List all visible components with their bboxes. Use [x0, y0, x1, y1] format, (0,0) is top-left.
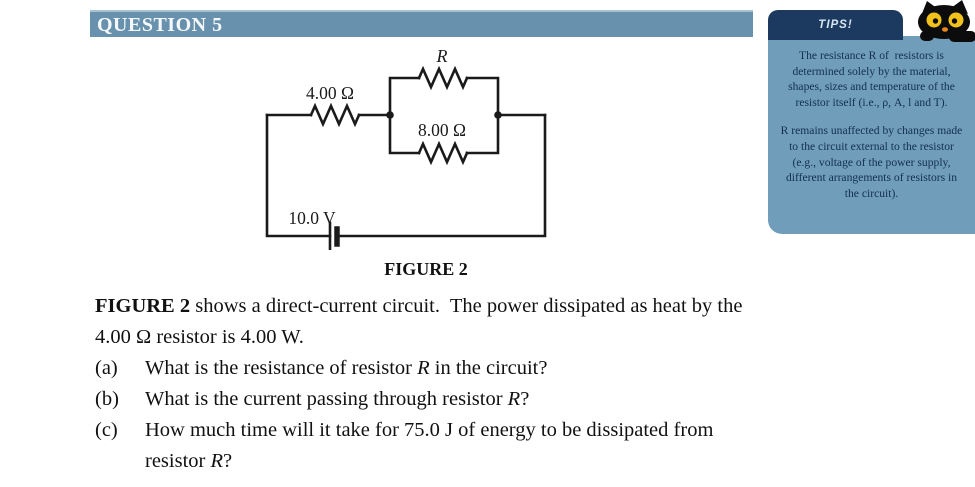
question-intro: FIGURE 2 shows a direct-current circuit.…	[95, 291, 757, 353]
label-resistor-8ohm: 8.00 Ω	[418, 120, 466, 140]
tips-line: R remains unaffected by changes made	[780, 124, 963, 138]
tips-line: (e.g., voltage of the power supply,	[792, 155, 951, 169]
item-text-pre: What is the current passing through resi…	[145, 388, 508, 410]
resistor-R	[417, 65, 469, 91]
item-text-pre: What is the resistance of resistor	[145, 357, 418, 379]
item-text-var: R	[417, 357, 430, 379]
question-text-block: FIGURE 2 shows a direct-current circuit.…	[95, 291, 757, 477]
tips-line: different arrangements of resistors in	[785, 171, 958, 185]
item-text: What is the current passing through resi…	[145, 384, 757, 415]
item-label: (c)	[95, 419, 118, 441]
item-text-post: ?	[223, 450, 233, 472]
cat-pupil-right	[951, 18, 958, 24]
tips-line: the circuit).	[844, 186, 899, 200]
cat-paw-right	[949, 31, 975, 42]
figure-ref-bold: FIGURE 2	[95, 295, 191, 317]
item-text-var: R	[210, 450, 224, 472]
question-item-a: (a) What is the resistance of resistor R…	[95, 353, 757, 384]
question-title: QUESTION 5	[97, 13, 223, 36]
tips-tab-label: TIPS!	[818, 19, 853, 31]
tips-line: resistor itself (i.e., ρ, A, l and T).	[795, 95, 948, 109]
question-item-c: (c) How much time will it take for 75.0 …	[95, 415, 757, 477]
tips-line: determined solely by the material,	[792, 64, 951, 78]
circuit-diagram: R 4.00 Ω 8.00 Ω 10.0 V	[265, 46, 547, 250]
circuit-wires	[265, 65, 547, 250]
tips-tab: TIPS!	[768, 10, 903, 40]
cat-ear-right	[951, 0, 968, 14]
node-dot-left	[386, 111, 394, 119]
item-label: (b)	[95, 388, 119, 410]
label-resistor-4ohm: 4.00 Ω	[306, 83, 354, 103]
tips-line: to the circuit external to the resistor	[789, 139, 954, 153]
item-text: What is the resistance of resistor R in …	[145, 353, 757, 384]
question-item-b: (b) What is the current passing through …	[95, 384, 757, 415]
cat-paw-left	[920, 31, 934, 41]
tips-panel: The resistance R of resistors is determi…	[768, 36, 975, 234]
cat-nose	[942, 27, 948, 32]
resistor-4ohm	[309, 102, 361, 128]
item-text-post: in the circuit?	[429, 357, 548, 379]
tips-paragraph-gap	[768, 110, 975, 123]
node-dot-right	[494, 111, 502, 119]
tips-line: The resistance R of resistors is	[799, 49, 944, 62]
item-text-var: R	[507, 388, 521, 410]
cat-icon	[918, 0, 975, 42]
item-text-pre: How much time will it take for 75.0 J of…	[145, 419, 714, 472]
cat-pupil-left	[932, 18, 939, 24]
resistor-8ohm	[417, 140, 469, 166]
label-battery-voltage: 10.0 V	[288, 208, 336, 228]
item-text-post: ?	[520, 388, 530, 410]
item-text: How much time will it take for 75.0 J of…	[145, 415, 757, 477]
question-intro-rest: shows a direct-current circuit. The powe…	[95, 295, 748, 348]
question-header: QUESTION 5	[90, 10, 753, 37]
label-resistor-r: R	[436, 46, 448, 66]
item-label: (a)	[95, 357, 118, 379]
figure-caption: FIGURE 2	[384, 259, 468, 279]
tips-line: shapes, sizes and temperature of the	[788, 80, 955, 94]
